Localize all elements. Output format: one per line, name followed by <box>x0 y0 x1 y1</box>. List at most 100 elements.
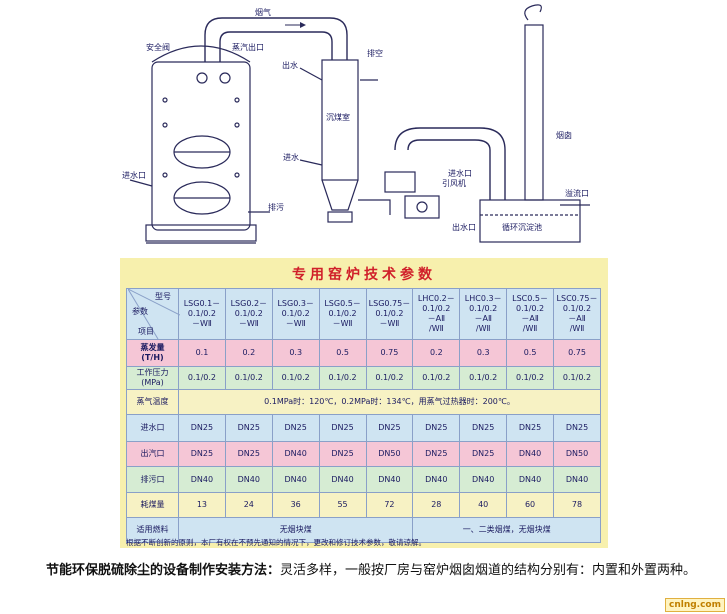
label-water-in-left: 进水口 <box>122 170 146 180</box>
table-cell: 0.1/0.2 <box>506 366 554 390</box>
table-cell: 40 <box>459 492 508 518</box>
table-cell: DN25 <box>412 414 461 442</box>
caption-bold: 节能环保脱硫除尘的设备制作安装方法： <box>46 563 281 578</box>
corner-diagonals <box>128 289 180 339</box>
table-cell: 0.1/0.2 <box>318 366 367 390</box>
table-cell: DN25 <box>459 414 508 442</box>
table-row-inlet: 进水口 DN25 DN25 DN25 DN25 DN25 DN25 DN25 D… <box>126 414 601 442</box>
table-cell: DN50 <box>553 441 601 467</box>
table-cell: DN25 <box>178 414 226 442</box>
table-cell: DN40 <box>459 466 508 493</box>
table-cell: 60 <box>506 492 554 518</box>
model-cell: LSC0.75－0.1/0.2－AⅡ/WⅡ <box>553 288 601 340</box>
table-cell: DN25 <box>224 414 273 442</box>
row-label: 蒸气温度 <box>126 389 179 415</box>
model-cell: LSG0.2－0.1/0.2－WⅡ <box>224 288 273 340</box>
table-cell: DN25 <box>318 441 367 467</box>
label-steam-outlet: 蒸汽出口 <box>232 42 264 52</box>
model-cell: LSG0.1－0.1/0.2－WⅡ <box>178 288 226 340</box>
label-water-in-mid: 进水 <box>283 152 299 162</box>
row-label: 工作压力(MPa) <box>126 366 179 390</box>
table-row-pressure: 工作压力(MPa) 0.1/0.2 0.1/0.2 0.1/0.2 0.1/0.… <box>126 366 601 390</box>
table-row-coal: 耗煤量 13 24 36 55 72 28 40 60 78 <box>126 492 601 518</box>
model-cell: LHC0.2－0.1/0.2－AⅡ/WⅡ <box>412 288 461 340</box>
table-cell: DN25 <box>178 441 226 467</box>
table-header-row: 型号 参数 项目 LSG0.1－0.1/0.2－WⅡ LSG0.2－0.1/0.… <box>126 288 601 340</box>
table-cell: 0.75 <box>365 339 414 367</box>
equipment-diagram: 烟气 安全阀 蒸汽出口 出水 排空 沉煤室 进水 进水口 排污 引风机 进水口 … <box>122 4 590 244</box>
table-cell-merged: 一、二类烟煤，无烟块煤 <box>412 517 601 543</box>
boiler-base <box>145 224 257 242</box>
table-cell: 0.1 <box>178 339 226 367</box>
table-cell: 13 <box>178 492 226 518</box>
table-cell: DN40 <box>506 441 554 467</box>
boiler-top <box>151 45 251 63</box>
table-cell-merged: 无烟块煤 <box>177 517 414 543</box>
table-cell-merged: 0.1MPa时：120℃，0.2MPa时：134℃，用蒸气过热器时：200℃。 <box>178 389 601 415</box>
fan-housing <box>384 171 416 193</box>
table-cell: DN40 <box>178 466 226 493</box>
table-row-outlet: 出汽口 DN25 DN25 DN40 DN25 DN50 DN25 DN25 D… <box>126 441 601 467</box>
label-fan: 引风机 <box>442 178 466 188</box>
table-cell: 0.1/0.2 <box>459 366 508 390</box>
row-label: 耗煤量 <box>126 492 179 518</box>
row-label: 适用燃料 <box>126 517 179 543</box>
table-cell: DN25 <box>459 441 508 467</box>
watermark-logo: cnlng.com <box>665 598 725 612</box>
table-cell: 0.1/0.2 <box>178 366 226 390</box>
model-cell: LSC0.5－0.1/0.2－AⅡ/WⅡ <box>506 288 554 340</box>
corner-param-label: 参数 <box>132 307 148 316</box>
table-cell: DN40 <box>318 466 367 493</box>
table-cell: DN40 <box>224 466 273 493</box>
label-drain: 排污 <box>268 202 284 212</box>
table-cell: 55 <box>318 492 367 518</box>
table-cell: 0.1/0.2 <box>553 366 601 390</box>
table-cell: DN25 <box>553 414 601 442</box>
spec-table: 型号 参数 项目 LSG0.1－0.1/0.2－WⅡ LSG0.2－0.1/0.… <box>126 288 601 543</box>
table-cell: 0.3 <box>459 339 508 367</box>
boiler-body <box>151 61 251 231</box>
label-water-out-bottom: 出水口 <box>452 222 476 232</box>
label-chimney: 烟囱 <box>556 130 572 140</box>
model-cell: LSG0.75－0.1/0.2－WⅡ <box>365 288 414 340</box>
model-cell: LSG0.3－0.1/0.2－WⅡ <box>271 288 320 340</box>
table-cell: DN50 <box>365 441 414 467</box>
caption: 节能环保脱硫除尘的设备制作安装方法：灵活多样，一般按厂房与窑炉烟囱烟道的结构分别… <box>8 560 708 582</box>
table-cell: DN40 <box>553 466 601 493</box>
spec-panel: 专用窑炉技术参数 型号 参数 项目 LSG0.1－0.1/0.2－WⅡ LSG0… <box>120 258 608 548</box>
row-label: 进水口 <box>126 414 179 442</box>
table-cell: 0.1/0.2 <box>271 366 320 390</box>
caption-text: 灵活多样，一般按厂房与窑炉烟囱烟道的结构分别有：内置和外置两种。 <box>280 563 697 578</box>
label-tank: 循环沉淀池 <box>502 222 542 232</box>
table-cell: DN25 <box>412 441 461 467</box>
table-cell: 0.75 <box>553 339 601 367</box>
label-coal-chamber: 沉煤室 <box>326 112 350 122</box>
table-cell: 0.2 <box>412 339 461 367</box>
label-safety-valve: 安全阀 <box>146 42 170 52</box>
panel-title: 专用窑炉技术参数 <box>292 267 436 283</box>
row-label: 蒸发量(T/H) <box>126 339 179 367</box>
table-cell: 24 <box>224 492 273 518</box>
model-cell: LHC0.3－0.1/0.2－AⅡ/WⅡ <box>459 288 508 340</box>
table-cell: DN40 <box>506 466 554 493</box>
corner-cell: 型号 参数 项目 <box>126 288 180 340</box>
water-tank <box>479 199 581 243</box>
table-cell: DN25 <box>365 414 414 442</box>
table-cell: DN40 <box>271 441 320 467</box>
table-cell: DN25 <box>506 414 554 442</box>
table-cell: 0.1/0.2 <box>412 366 461 390</box>
model-cell: LSG0.5－0.1/0.2－WⅡ <box>318 288 367 340</box>
chimney <box>524 24 544 201</box>
label-water-in-right: 进水口 <box>448 168 472 178</box>
footnote: 根据不断创新的原则，本厂有权在不预先通知的情况下，更改和修订技术参数，敬请谅解。 <box>126 538 426 547</box>
table-cell: 0.5 <box>318 339 367 367</box>
label-vent: 排空 <box>367 48 383 58</box>
table-row-temperature: 蒸气温度 0.1MPa时：120℃，0.2MPa时：134℃，用蒸气过热器时：2… <box>126 389 601 415</box>
gauge <box>196 72 208 84</box>
table-cell: 28 <box>412 492 461 518</box>
table-cell: 0.2 <box>224 339 273 367</box>
table-cell: 36 <box>271 492 320 518</box>
table-cell: DN40 <box>365 466 414 493</box>
row-label: 出汽口 <box>126 441 179 467</box>
table-cell: 78 <box>553 492 601 518</box>
